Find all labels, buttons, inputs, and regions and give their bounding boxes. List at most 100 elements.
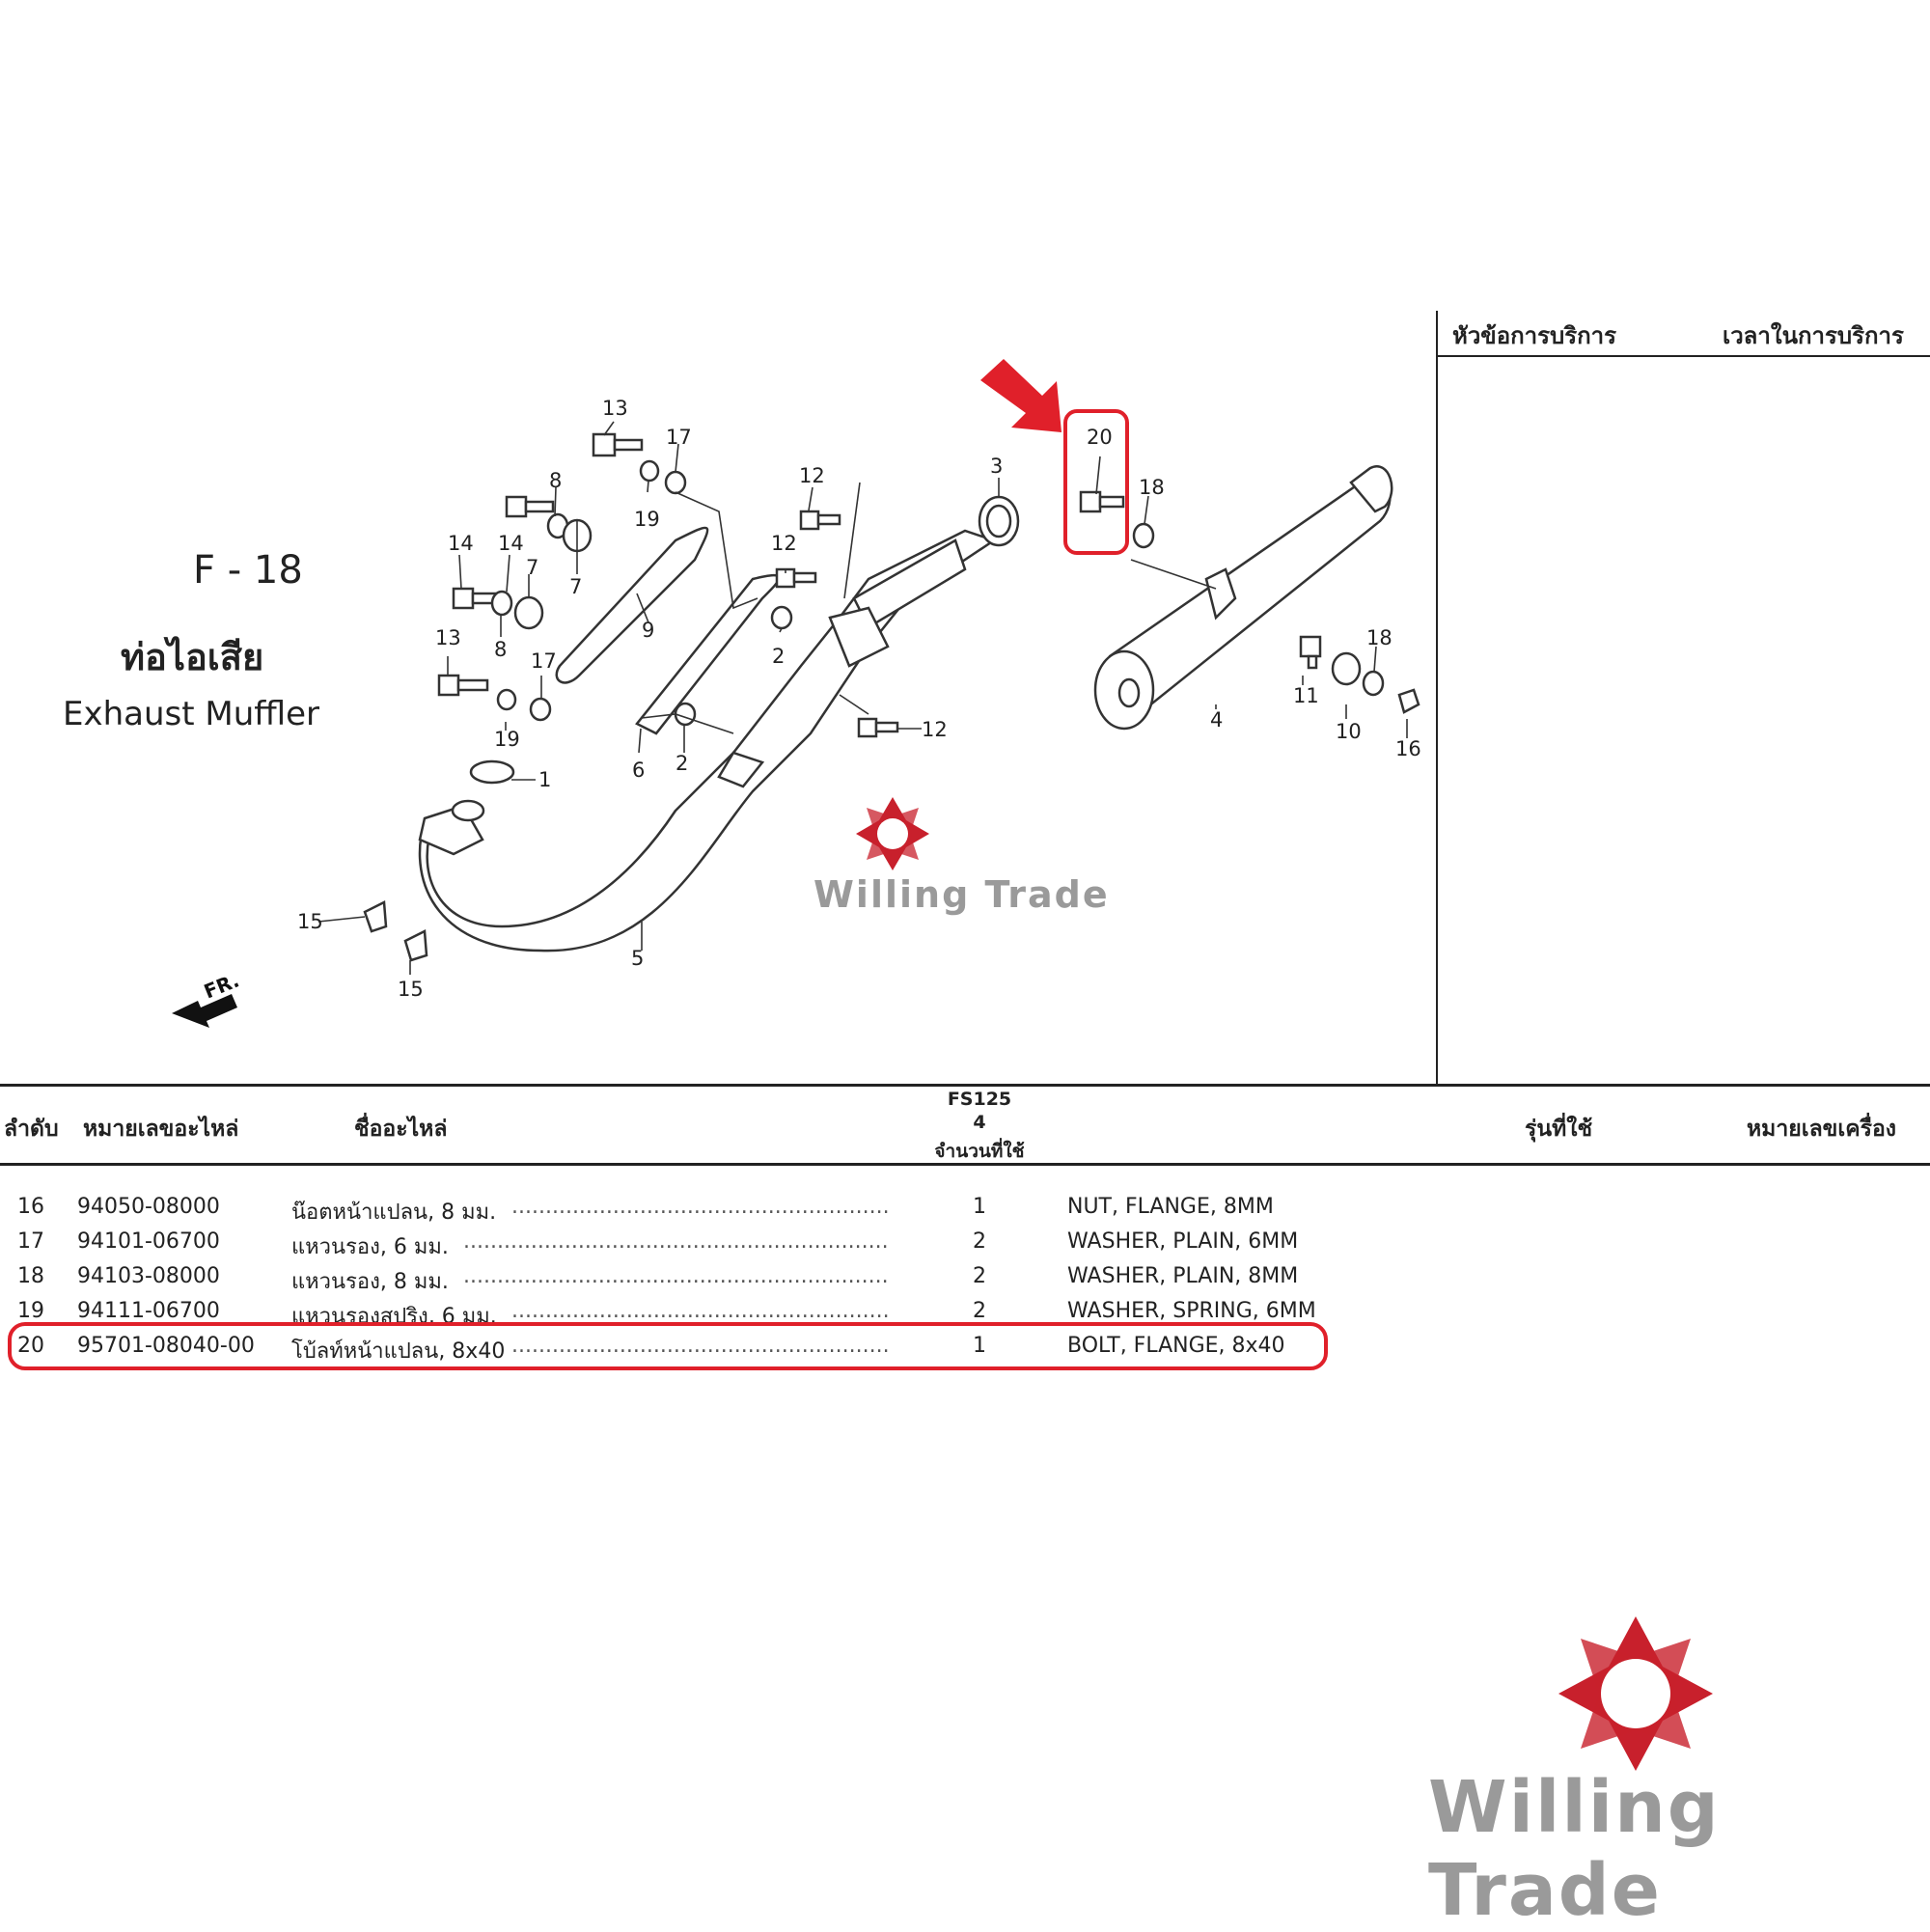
callout-15a: 15: [297, 910, 323, 933]
callout-13b: 13: [435, 626, 461, 649]
row-name-en: WASHER, PLAIN, 8MM: [1067, 1264, 1299, 1288]
bolt-8-top: [505, 495, 555, 518]
callout-7a: 7: [526, 556, 538, 579]
washer-2b: [674, 702, 697, 727]
washer-18b: [1362, 670, 1385, 697]
row-dots: ........................................…: [463, 1264, 888, 1288]
front-arrow-icon: FR.: [172, 969, 242, 1028]
service-topic-header: หัวข้อการบริการ: [1452, 322, 1617, 349]
callout-1: 1: [538, 768, 551, 791]
title-thai: ท่อไอเสีย: [121, 636, 264, 678]
brand-logo: [1558, 1616, 1713, 1771]
row-qty: 1: [973, 1195, 986, 1219]
callout-20: 20: [1087, 426, 1113, 449]
washer-17a: [664, 470, 687, 495]
row-qty: 1: [973, 1334, 986, 1358]
row-seq: 19: [17, 1299, 44, 1323]
callout-15b: 15: [398, 978, 424, 1001]
red-arrow-icon: [980, 359, 1062, 432]
col-header-engine-no: หมายเลขเครื่อง: [1747, 1117, 1897, 1142]
callout-9: 9: [642, 619, 654, 642]
washer-2a: [770, 605, 793, 630]
row-part-no: 94101-06700: [77, 1229, 220, 1254]
callout-18b: 18: [1366, 626, 1392, 649]
muffler-outlet: [1349, 465, 1393, 513]
callout-6: 6: [632, 759, 645, 782]
nut-16: [1397, 688, 1420, 714]
row-qty: 2: [973, 1264, 986, 1288]
table-row: 16 94050-08000 น๊อตหน้าแปลน, 8 มม. .....…: [0, 1195, 1351, 1228]
col-header-usage: รุ่นที่ใช้: [1525, 1117, 1593, 1142]
bracket-6: [635, 573, 781, 735]
callout-18a: 18: [1139, 476, 1165, 499]
center-watermark-logo: [856, 797, 929, 870]
washer-18a: [1132, 522, 1155, 549]
row-part-no: 95701-08040-00: [77, 1334, 255, 1358]
callout-17b: 17: [531, 649, 557, 673]
col-header-qty: จำนวนที่ใช้: [934, 1141, 1025, 1162]
bolt-12b: [775, 567, 817, 589]
callout-11: 11: [1293, 684, 1319, 707]
row-seq: 18: [17, 1264, 44, 1288]
col-header-seq: ลำดับ: [4, 1117, 59, 1142]
row-name-th: โบ้ลท์หน้าแปลน, 8x40: [291, 1339, 506, 1364]
row-qty: 2: [973, 1299, 986, 1323]
figure-code: F - 18: [193, 548, 303, 593]
pipe-collar: [717, 751, 765, 788]
callout-8a: 8: [549, 469, 562, 492]
front-label: FR.: [201, 969, 242, 1004]
callout-4: 4: [1210, 708, 1223, 731]
center-watermark-text: Willing Trade: [813, 873, 1110, 916]
cushion-10: [1331, 651, 1362, 686]
callout-13a: 13: [602, 397, 628, 420]
row-name-th: แหวนรอง, 6 มม.: [291, 1235, 449, 1259]
clip-15b: [403, 929, 428, 962]
collar-8b: [490, 590, 513, 617]
row-part-no: 94050-08000: [77, 1195, 220, 1219]
col-header-name: ชื่ออะไหล่: [354, 1117, 448, 1142]
callout-16: 16: [1395, 737, 1421, 760]
callout-12c: 12: [922, 718, 948, 741]
callout-8b: 8: [494, 638, 507, 661]
row-dots: ........................................…: [511, 1195, 888, 1219]
bolt-11: [1299, 635, 1322, 670]
service-panel-header-line: [1437, 355, 1930, 357]
callout-12a: 12: [799, 464, 825, 487]
callout-10: 10: [1336, 720, 1362, 743]
row-name-en: WASHER, SPRING, 6MM: [1067, 1299, 1316, 1323]
row-part-no: 94103-08000: [77, 1264, 220, 1288]
col-header-variant: 4: [973, 1112, 986, 1133]
table-top-line: [0, 1084, 1930, 1087]
row-dots: ........................................…: [463, 1229, 888, 1254]
bolt-13-top: [592, 432, 644, 457]
highlight-box-callout-20: [1063, 409, 1129, 555]
table-row: 20 95701-08040-00 โบ้ลท์หน้าแปลน, 8x40 .…: [0, 1334, 1351, 1366]
washer-19b: [496, 688, 517, 711]
cushion-7b: [513, 595, 544, 630]
bracket-9: [555, 526, 709, 684]
callout-5: 5: [631, 947, 644, 970]
bolt-12a: [799, 510, 841, 531]
callout-12b: 12: [771, 532, 797, 555]
service-panel-divider-v: [1436, 311, 1438, 1085]
table-row: 17 94101-06700 แหวนรอง, 6 มม. ..........…: [0, 1229, 1351, 1262]
col-header-model: FS125: [947, 1089, 1012, 1110]
muffler-mount: [1204, 567, 1237, 621]
callout-17a: 17: [666, 426, 692, 449]
highlight-box-row-20: [8, 1322, 1328, 1370]
row-part-no: 94111-06700: [77, 1299, 220, 1323]
bolt-12c: [857, 717, 899, 738]
row-name-en: WASHER, PLAIN, 6MM: [1067, 1229, 1299, 1254]
bolt-13-bottom: [437, 674, 489, 697]
pipe-joint-bracket: [828, 606, 890, 668]
service-time-header: เวลาในการบริการ: [1723, 322, 1904, 349]
callout-14a: 14: [448, 532, 474, 555]
row-dots: ........................................…: [511, 1299, 888, 1323]
bolt-20: [1079, 490, 1125, 513]
row-qty: 2: [973, 1229, 986, 1254]
clip-15a: [363, 900, 388, 933]
callout-19b: 19: [494, 728, 520, 751]
row-name-th: น๊อตหน้าแปลน, 8 มม.: [291, 1201, 497, 1225]
callout-3: 3: [990, 455, 1003, 478]
row-seq: 17: [17, 1229, 44, 1254]
